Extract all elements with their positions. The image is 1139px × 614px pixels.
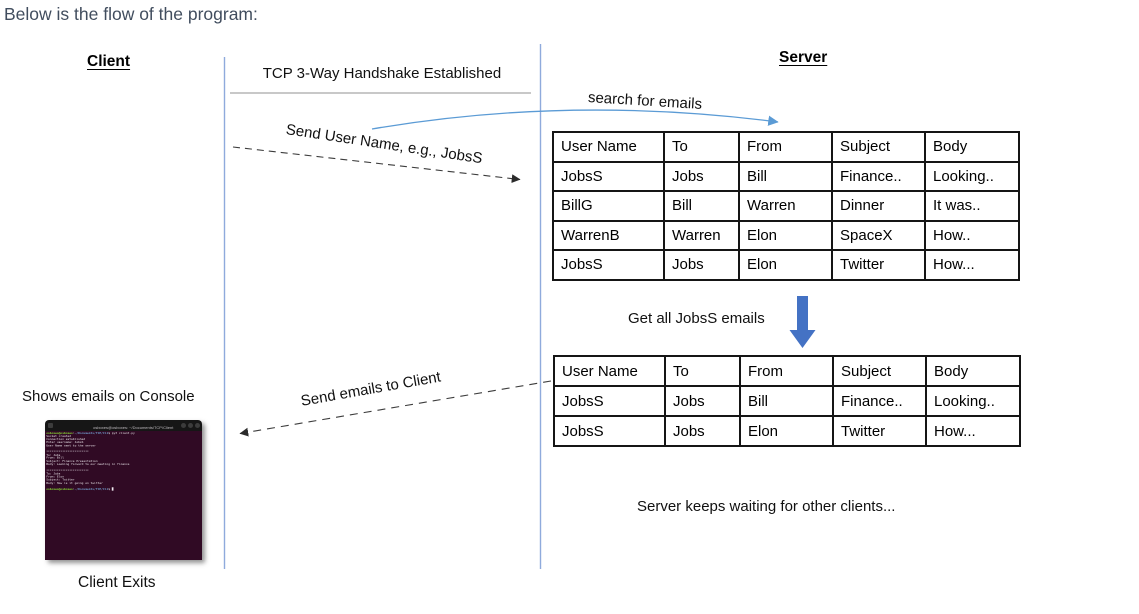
cell: How...	[924, 249, 1020, 281]
cell: Looking..	[924, 160, 1020, 192]
get-all-jobss-label: Get all JobsS emails	[628, 310, 765, 327]
cell: Jobs	[663, 160, 740, 192]
cell: Jobs	[664, 415, 741, 447]
handshake-label: TCP 3-Way Handshake Established	[262, 65, 502, 82]
col-header: To	[663, 131, 740, 163]
cell: JobsS	[553, 385, 666, 417]
table-row: JobsS Jobs Bill Finance.. Looking..	[553, 385, 1021, 417]
cell: JobsS	[553, 415, 666, 447]
client-exits-label: Client Exits	[78, 574, 156, 591]
cell: Finance..	[831, 160, 926, 192]
cell: How..	[924, 219, 1020, 251]
terminal-body: osboxes@osboxes:~/Documents/TCP/Cli$ py3…	[45, 431, 202, 560]
close-icon	[195, 423, 200, 428]
cell: SpaceX	[831, 219, 926, 251]
shows-emails-label: Shows emails on Console	[22, 388, 195, 405]
col-header: Body	[924, 131, 1020, 163]
col-header: Subject	[831, 131, 926, 163]
table-header-row: User Name To From Subject Body	[552, 131, 1020, 163]
cell: Warren	[663, 219, 740, 251]
terminal-output: osboxes@osboxes:~/Documents/TCP/Cli$ py3…	[46, 431, 135, 491]
table-header-row: User Name To From Subject Body	[553, 355, 1021, 387]
col-header: From	[739, 355, 834, 387]
terminal-titlebar: osboxes@osboxes: ~/Documents/TCP/Client	[45, 420, 202, 431]
cell: WarrenB	[552, 219, 665, 251]
cell: BillG	[552, 190, 665, 222]
terminal-title: osboxes@osboxes: ~/Documents/TCP/Client	[93, 424, 174, 430]
maximize-icon	[188, 423, 193, 428]
send-emails-arrow	[239, 380, 552, 437]
cell: Bill	[663, 190, 740, 222]
cell: Bill	[738, 160, 833, 192]
search-emails-arrow	[371, 109, 779, 130]
cell: Warren	[738, 190, 833, 222]
table-row: JobsS Jobs Bill Finance.. Looking..	[552, 160, 1020, 192]
cell: How...	[925, 415, 1021, 447]
server-waiting-label: Server keeps waiting for other clients..…	[637, 498, 896, 515]
minimize-icon	[181, 423, 186, 428]
client-terminal-window: osboxes@osboxes: ~/Documents/TCP/Client …	[45, 420, 202, 560]
all-emails-table: User Name To From Subject Body JobsS Job…	[552, 131, 1020, 281]
cell: Looking..	[925, 385, 1021, 417]
table-row: WarrenB Warren Elon SpaceX How..	[552, 219, 1020, 251]
cell: Elon	[739, 415, 834, 447]
cell: Jobs	[663, 249, 740, 281]
cell: Elon	[738, 219, 833, 251]
cell: JobsS	[552, 160, 665, 192]
col-header: Subject	[832, 355, 927, 387]
client-lane-heading: Client	[87, 53, 131, 70]
jobss-emails-table: User Name To From Subject Body JobsS Job…	[553, 355, 1021, 447]
cell: Twitter	[832, 415, 927, 447]
col-header: To	[664, 355, 741, 387]
col-header: User Name	[552, 131, 665, 163]
col-header: Body	[925, 355, 1021, 387]
cell: Dinner	[831, 190, 926, 222]
table-row: JobsS Jobs Elon Twitter How...	[552, 249, 1020, 281]
send-username-arrow	[232, 146, 521, 183]
cell: JobsS	[552, 249, 665, 281]
page-title: Below is the flow of the program:	[4, 4, 258, 24]
filter-down-arrow	[789, 296, 816, 348]
cell: Twitter	[831, 249, 926, 281]
server-lane-heading: Server	[779, 49, 828, 66]
cell: Finance..	[832, 385, 927, 417]
cell: Bill	[739, 385, 834, 417]
col-header: From	[738, 131, 833, 163]
table-row: JobsS Jobs Elon Twitter How...	[553, 415, 1021, 447]
menu-icon	[48, 423, 53, 428]
col-header: User Name	[553, 355, 666, 387]
cell: Jobs	[664, 385, 741, 417]
table-row: BillG Bill Warren Dinner It was..	[552, 190, 1020, 222]
cell: Elon	[738, 249, 833, 281]
cell: It was..	[924, 190, 1020, 222]
